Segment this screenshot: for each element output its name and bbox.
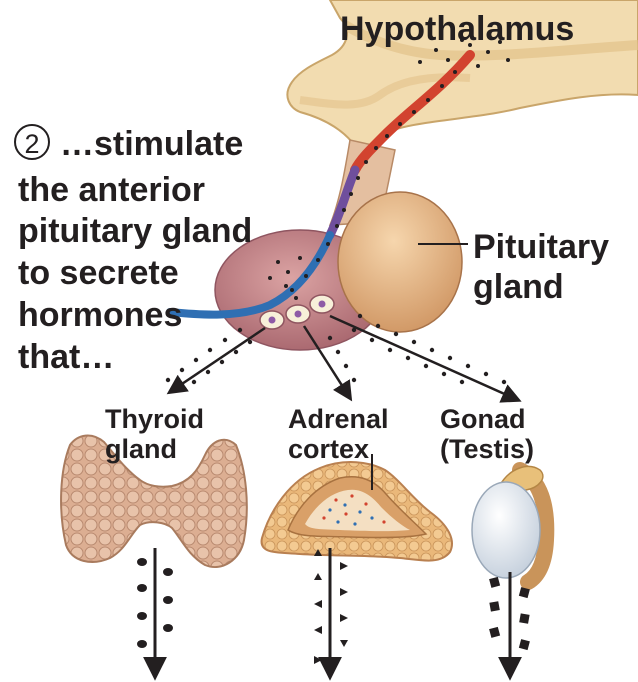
label-adrenal-line1: Adrenal (288, 404, 389, 434)
step-text-line6: that… (18, 338, 114, 376)
label-gonad-line1: Gonad (440, 404, 526, 434)
posterior-pituitary (338, 192, 462, 332)
adrenal-gland (262, 454, 452, 561)
step-text-line2: the anterior (18, 171, 205, 209)
step-text-line3: pituitary gland (18, 212, 252, 250)
label-pituitary-line1: Pituitary (473, 228, 609, 266)
label-gonad-line2: (Testis) (440, 434, 534, 464)
step-text-line4: to secrete (18, 254, 179, 292)
step-text-line1: 2 …stimulate (14, 124, 243, 163)
step-text-1: …stimulate (60, 125, 243, 163)
step-number-badge: 2 (14, 124, 50, 160)
output-arrows (155, 548, 510, 676)
testis (472, 466, 546, 582)
label-thyroid-line2: gland (105, 434, 177, 464)
label-adrenal-line2: cortex (288, 434, 369, 464)
label-hypothalamus: Hypothalamus (340, 10, 574, 48)
label-pituitary-line2: gland (473, 268, 564, 306)
step-text-line5: hormones (18, 296, 182, 334)
label-thyroid-line1: Thyroid (105, 404, 204, 434)
